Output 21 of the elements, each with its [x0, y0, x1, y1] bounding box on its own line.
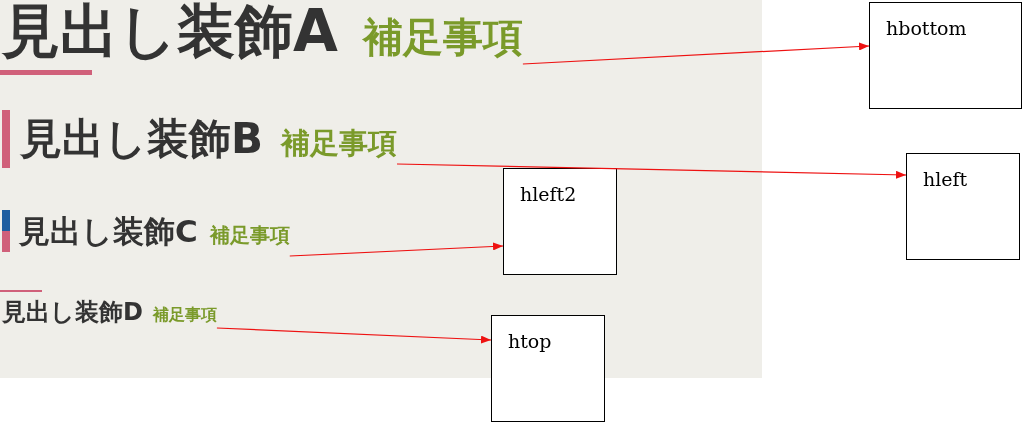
box-label: hleft2 [520, 185, 577, 204]
subheading-text: 補足事項 [209, 223, 290, 247]
text-box [503, 168, 617, 275]
box-label: hleft [923, 170, 968, 189]
subheading-text: 補足事項 [281, 126, 397, 160]
text-box [869, 2, 1022, 109]
panel-background [0, 0, 762, 378]
heading-text: 見出し装飾A [2, 0, 338, 65]
subheading-text: 補足事項 [362, 14, 523, 60]
box-label: htop [508, 332, 552, 351]
heading-text: 見出し装飾C [19, 213, 198, 249]
text-box [906, 153, 1020, 260]
arrow [289, 242, 504, 257]
subheading-text: 補足事項 [152, 305, 217, 324]
heading-text: 見出し装飾B [20, 114, 263, 163]
heading-text: 見出し装飾D [2, 298, 143, 326]
box-label: hbottom [886, 19, 967, 38]
arrow [396, 163, 907, 179]
arrow [216, 327, 492, 344]
arrow [522, 42, 870, 65]
text-box [491, 315, 605, 422]
